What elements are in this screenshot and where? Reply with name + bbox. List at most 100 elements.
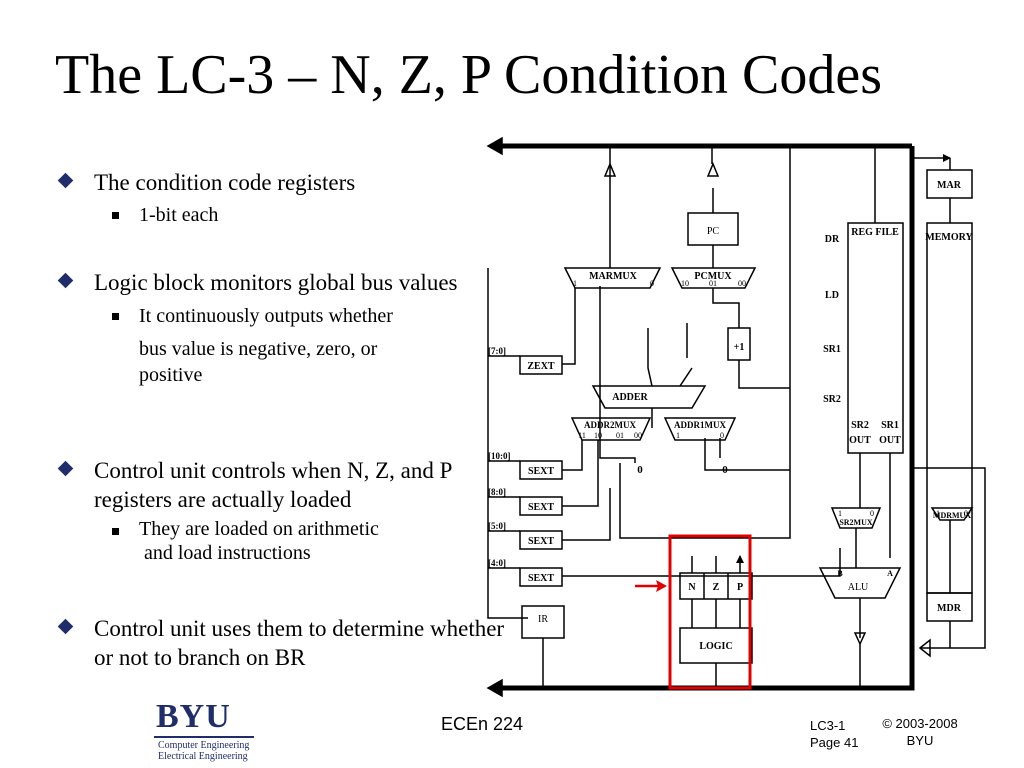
bullet-1: The condition code registers 1-bit each xyxy=(57,168,518,230)
bullet-3: Control unit controls when N, Z, and P r… xyxy=(57,456,498,565)
plus1-label: +1 xyxy=(734,342,745,353)
byu-logo-word: BYU xyxy=(156,698,231,735)
footer-copyright-line-2: BYU xyxy=(906,733,934,748)
pcmux-sel-00: 00 xyxy=(738,279,746,288)
square-bullet-icon xyxy=(112,212,119,219)
footer-course: ECEn 224 xyxy=(441,714,524,734)
logo-dept-line-1: Computer Engineering xyxy=(158,740,250,751)
sr2-label: SR2 xyxy=(823,394,841,405)
bullet-2: Logic block monitors global bus values I… xyxy=(57,268,478,386)
sr2mux-sel-0: 0 xyxy=(870,509,874,518)
bullet-1-text: The condition code registers xyxy=(94,170,356,195)
addr1mux-zero-label: 0 xyxy=(722,464,728,476)
sr2-out-label: SR2 xyxy=(851,420,869,431)
alu-shape xyxy=(818,567,902,599)
pcmux-label: PCMUX xyxy=(694,271,732,282)
ir-label: IR xyxy=(538,614,548,625)
footer-page-number: LC3-1 Page 41 xyxy=(810,717,858,751)
square-bullet-icon xyxy=(112,313,119,320)
diamond-bullet-icon xyxy=(57,618,74,635)
pcmux-shape xyxy=(670,267,757,289)
square-bullet-icon xyxy=(112,528,119,535)
mdrmux-shape xyxy=(930,507,974,521)
logo-divider xyxy=(154,736,254,738)
addr2mux-sel-10: 10 xyxy=(594,431,602,440)
sr1-out-label: SR1 xyxy=(881,420,899,431)
bullet-2-text: Logic block monitors global bus values xyxy=(94,270,458,295)
addr2mux-label: ADDR2MUX xyxy=(584,420,636,430)
footer-copyright-line-1: © 2003-2008 xyxy=(882,716,958,731)
addr1mux-sel-0: 0 xyxy=(720,431,724,440)
marmux-label: MARMUX xyxy=(589,271,638,282)
footer-page-line-2: Page 41 xyxy=(810,735,859,750)
mdrmux-sel-1: 1 xyxy=(936,509,940,518)
mdrmux-sel-0: 0 xyxy=(964,509,968,518)
alu-a-label: A xyxy=(887,569,893,578)
zext-label: ZEXT xyxy=(527,361,555,372)
condition-code-highlight-box xyxy=(668,534,752,690)
p-label: P xyxy=(737,582,743,593)
diamond-bullet-icon xyxy=(57,172,74,189)
bits-8-0-label: [8:0] xyxy=(488,487,506,497)
bullet-2-sub-line-1: It continuously outputs whether xyxy=(139,305,393,327)
pcmux-sel-10: 10 xyxy=(681,279,689,288)
bullet-4: Control unit uses them to determine whet… xyxy=(57,614,518,672)
sr2mux-shape xyxy=(830,507,882,529)
addr1mux-label: ADDR1MUX xyxy=(674,420,726,430)
bits-4-0-label: [4:0] xyxy=(488,558,506,568)
global-bus-line xyxy=(498,146,915,691)
mar-label: MAR xyxy=(937,180,962,191)
marmux-shape xyxy=(563,267,662,289)
bits-10-0-label: [10:0] xyxy=(488,451,511,461)
sext-label-3: SEXT xyxy=(528,536,554,547)
alu-label: ALU xyxy=(848,582,869,593)
bullet-3-sub-line-1: They are loaded on arithmetic xyxy=(139,518,379,540)
bullet-2-sub-line-2: bus value is negative, zero, or xyxy=(139,338,378,360)
sr2-out-out-label: OUT xyxy=(849,435,871,446)
sext-label-4: SEXT xyxy=(528,573,554,584)
addr2mux-sel-01: 01 xyxy=(616,431,624,440)
z-label: Z xyxy=(713,582,720,593)
memory-label: MEMORY xyxy=(925,232,973,243)
adder-shape xyxy=(591,385,707,409)
bullet-2-sub-line-3: positive xyxy=(139,364,203,386)
bits-7-0-label: [7:0] xyxy=(488,346,506,356)
bullet-4-text: Control unit uses them to determine whet… xyxy=(94,616,505,670)
logo-dept-line-2: Electrical Engineering xyxy=(158,751,248,762)
byu-logo: BYU Computer Engineering Electrical Engi… xyxy=(150,700,260,764)
addr1mux-shape xyxy=(663,417,737,441)
addr2mux-shape xyxy=(570,417,652,441)
zext-box xyxy=(519,355,563,375)
bullet-1-sub-1: 1-bit each xyxy=(139,204,219,226)
footer-page-line-1: LC3-1 xyxy=(810,718,846,733)
mdr-label: MDR xyxy=(937,603,962,614)
bus-arrow-top-icon xyxy=(486,136,503,156)
sext-label-1: SEXT xyxy=(528,466,554,477)
sr2mux-sel-1: 1 xyxy=(838,509,842,518)
adder-label: ADDER xyxy=(612,392,648,403)
addr1mux-sel-1: 1 xyxy=(676,431,680,440)
bullet-3-sub-line-2: and load instructions xyxy=(139,542,311,564)
footer-copyright: © 2003-2008 BYU xyxy=(870,715,970,749)
slide-title: The LC-3 – N, Z, P Condition Codes xyxy=(55,44,883,106)
regfile-label: REG FILE xyxy=(851,227,899,238)
highlight-arrowhead-icon xyxy=(656,580,667,592)
reg-file-box xyxy=(847,222,904,454)
bullet-3-text: Control unit controls when N, Z, and P r… xyxy=(94,458,452,512)
alu-b-label: B xyxy=(837,569,843,578)
sr2mux-label: SR2MUX xyxy=(839,518,873,527)
addr2mux-zero-label: 0 xyxy=(637,464,643,476)
dr-label: DR xyxy=(825,234,840,245)
addr2mux-sel-00: 00 xyxy=(634,431,642,440)
marmux-sel-0: 0 xyxy=(650,279,654,288)
sext-box-4 xyxy=(519,567,563,587)
marmux-sel-1: 1 xyxy=(573,279,577,288)
bus-arrow-bottom-icon xyxy=(486,678,503,698)
lc3-datapath-diagram: MAR MEMORY MDR MDRMUX REG FILE DR LD SR1… xyxy=(486,136,986,698)
ld-label: LD xyxy=(825,290,839,301)
sext-label-2: SEXT xyxy=(528,502,554,513)
pcmux-sel-01: 01 xyxy=(709,279,717,288)
logic-label: LOGIC xyxy=(699,641,732,652)
bits-5-0-label: [5:0] xyxy=(488,521,506,531)
diamond-bullet-icon xyxy=(57,272,74,289)
